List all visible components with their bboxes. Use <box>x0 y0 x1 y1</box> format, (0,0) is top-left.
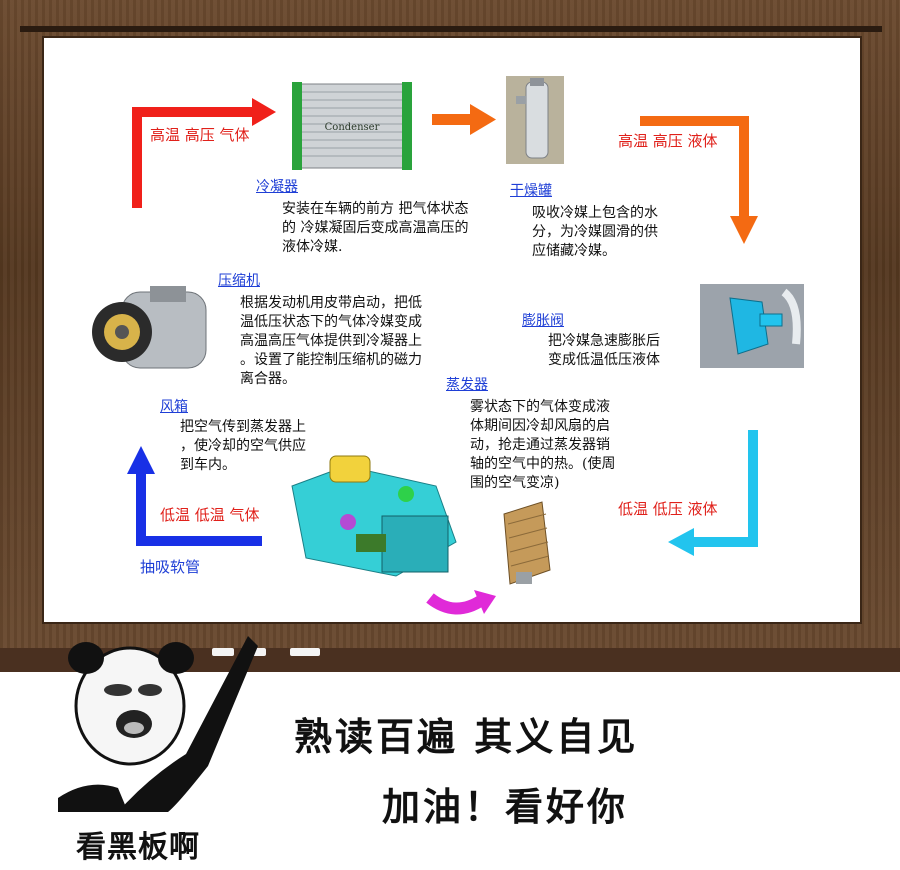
blower-desc: 把空气传到蒸发器上 ，使冷却的空气供应 到车内。 <box>180 419 306 473</box>
condenser-plate: Condenser <box>325 122 380 133</box>
hvac-unit-image <box>291 455 457 577</box>
chalk-piece <box>212 648 234 656</box>
cold-liquid-label: 低温 低压 液体 <box>618 500 718 518</box>
compressor-desc: 根据发动机用皮带启动，把低 温低压状态下的气体冷媒变成 高温高压气体提供到冷凝器… <box>240 295 422 387</box>
compressor-image <box>92 286 207 369</box>
chalk-piece <box>248 648 266 656</box>
hot-liquid-label: 高温 高压 液体 <box>618 132 718 150</box>
expansion-valve-desc: 把冷媒急速膨胀后 变成低温低压液体 <box>548 333 660 368</box>
suction-hose-label: 抽吸软管 <box>140 558 201 576</box>
hot-gas-label: 高温 高压 气体 <box>150 126 250 144</box>
condenser-desc: 安装在车辆的前方 把气体状态 的 冷媒凝固后变成高温高压的 液体冷媒. <box>282 201 469 255</box>
dryer-image <box>506 76 564 164</box>
slogan-line-2: 加油！看好你 <box>382 785 629 829</box>
blower-label: 风箱 <box>160 399 188 415</box>
meme-caption: 看黑板啊 <box>76 830 200 865</box>
condenser-image: Condenser <box>292 82 412 170</box>
evaporator-image <box>503 501 551 585</box>
panda-meme-image <box>58 636 258 812</box>
condenser-label: 冷凝器 <box>256 179 298 195</box>
expansion-valve-image <box>700 284 804 368</box>
dryer-label: 干燥罐 <box>510 183 552 199</box>
dryer-desc: 吸收冷媒上包含的水 分，为冷媒圆滑的供 应储藏冷媒。 <box>532 205 658 259</box>
chalk-piece <box>290 648 320 656</box>
evaporator-label: 蒸发器 <box>446 377 488 393</box>
expansion-valve-label: 膨胀阀 <box>522 313 564 329</box>
flow-arrows <box>127 98 758 615</box>
cold-gas-label: 低温 低温 气体 <box>160 506 260 524</box>
hot-gas-arrow <box>132 107 258 208</box>
evaporator-desc: 雾状态下的气体变成液 体期间因冷却风扇的启 动，抢走通过蒸发器销 轴的空气中的热… <box>470 399 616 491</box>
frame-rail <box>20 26 882 32</box>
slogan-line-1: 熟读百遍 其义自见 <box>294 715 639 759</box>
compressor-label: 压缩机 <box>218 273 260 289</box>
